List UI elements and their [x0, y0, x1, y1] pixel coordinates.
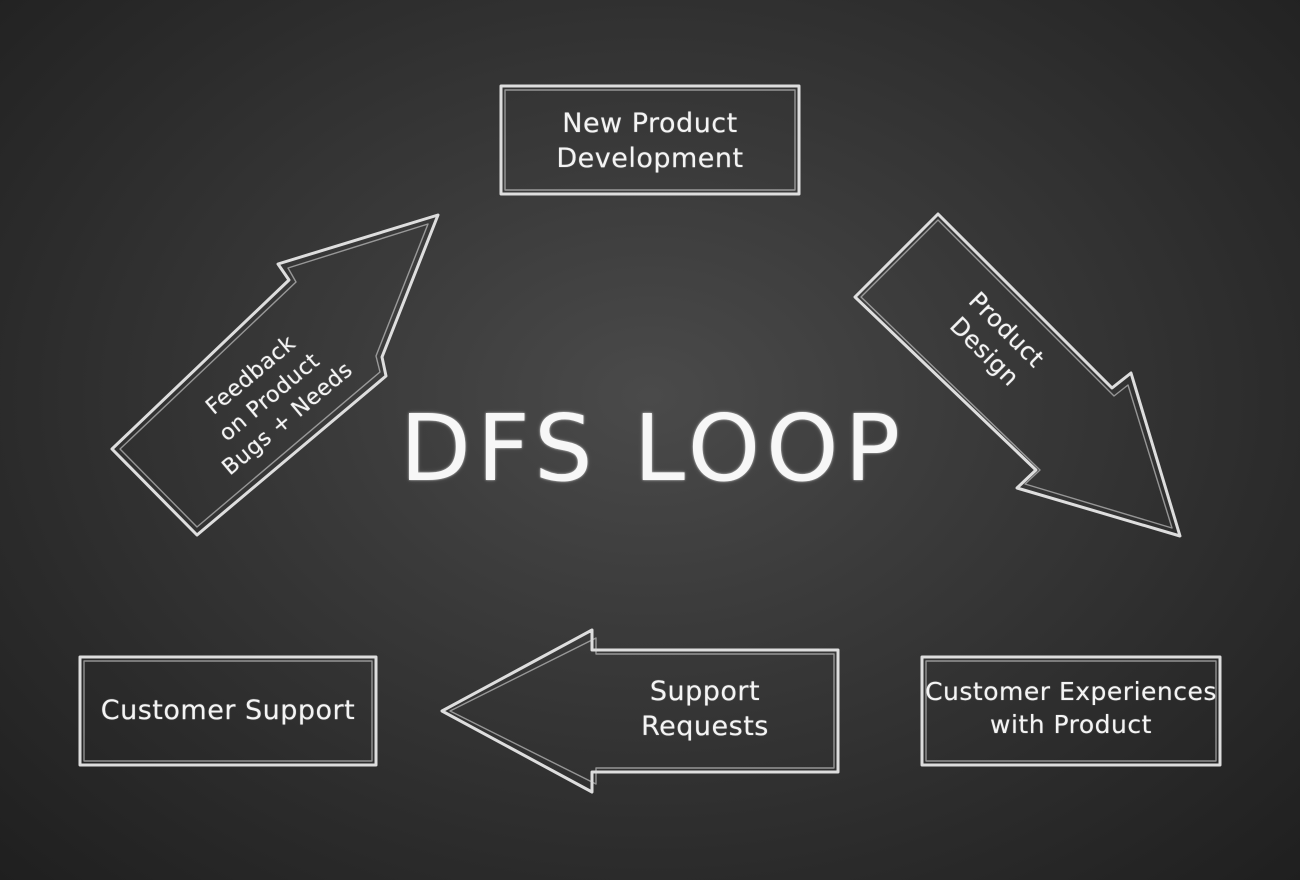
- box-new-product-development: [499, 84, 801, 196]
- box-label-customer-support: Customer Support: [80, 693, 376, 728]
- arrow-support-requests: [440, 628, 840, 794]
- label-line: Requests: [641, 711, 769, 743]
- label-line: New Product: [562, 108, 738, 139]
- label-line: Support: [649, 676, 761, 707]
- label-line: Customer Experiences: [925, 677, 1217, 706]
- arrow-label-support-requests: Support Requests: [620, 674, 790, 744]
- box-label-new-product-development: New Product Development: [501, 106, 799, 176]
- label-line: Development: [556, 143, 744, 175]
- arrow-product-design: [853, 212, 1182, 538]
- box-customer-support: [78, 655, 378, 767]
- arrow-feedback: [110, 213, 440, 537]
- label-line: with Product: [990, 709, 1152, 739]
- box-label-customer-experiences: Customer Experiences with Product: [922, 676, 1220, 741]
- diagram-title: DFS LOOP: [400, 395, 907, 502]
- box-customer-experiences: [920, 655, 1222, 767]
- label-line: Customer Support: [100, 695, 356, 726]
